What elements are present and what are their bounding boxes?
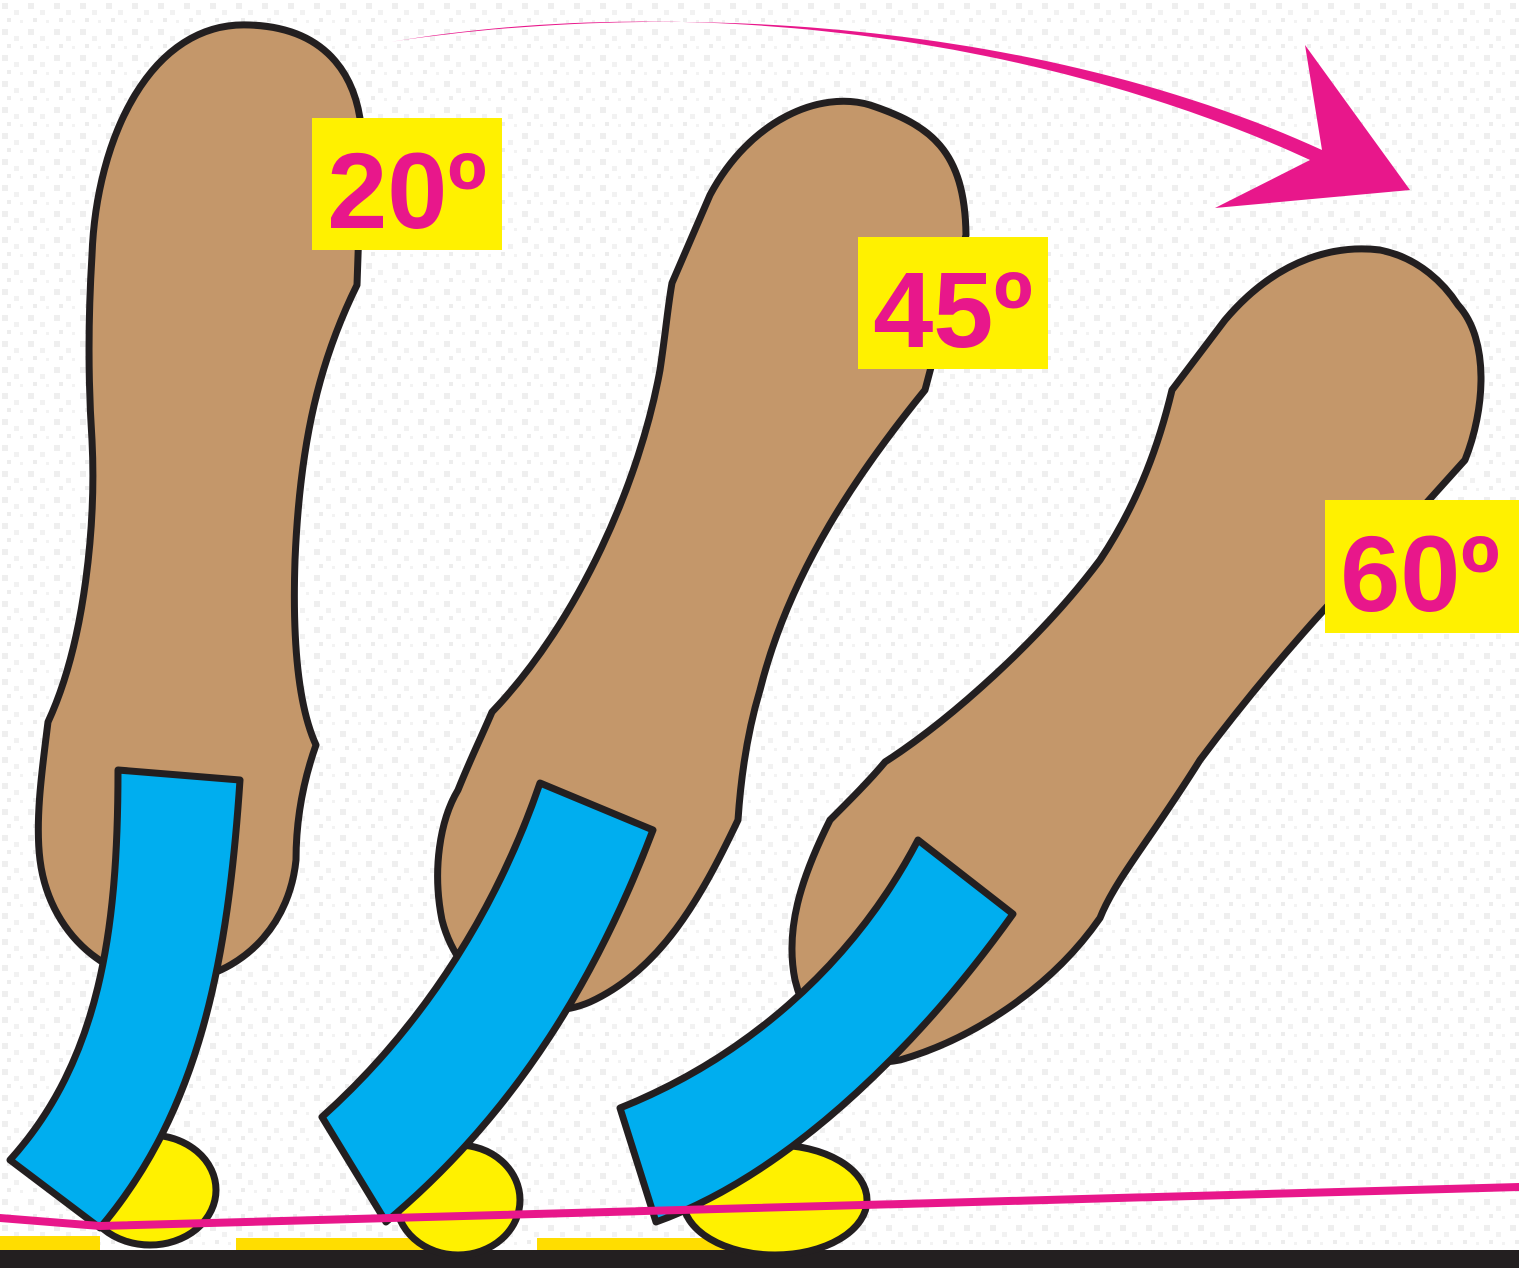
angle-label-text-2: 45º: [873, 249, 1033, 370]
angle-label-2: 45º: [858, 237, 1048, 370]
floor-strip-1: [0, 1236, 100, 1252]
angle-label-1: 20º: [312, 118, 502, 251]
angle-label-text-1: 20º: [327, 130, 487, 251]
angle-label-3: 60º: [1325, 500, 1519, 634]
angle-label-text-3: 60º: [1340, 513, 1500, 634]
